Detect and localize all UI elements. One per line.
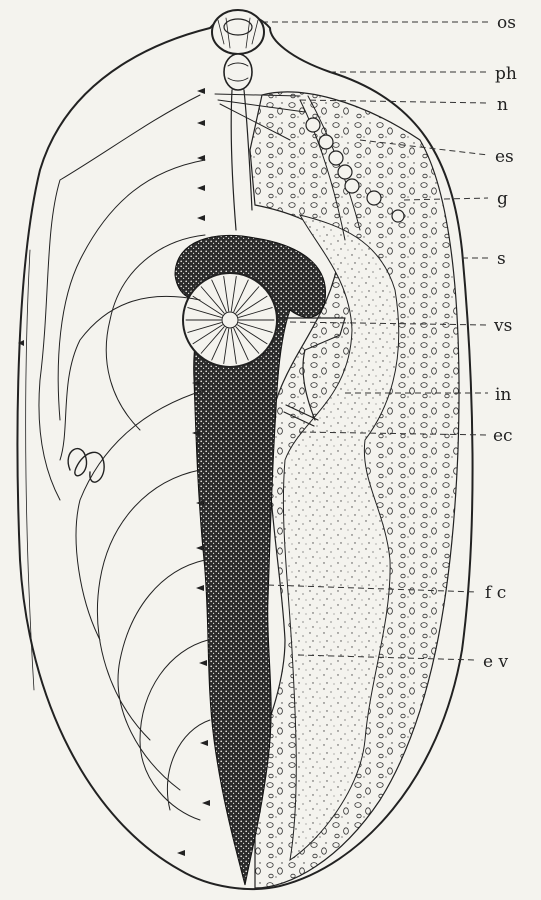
label-ev: e v [483,652,508,672]
label-g: g [497,189,508,209]
label-ec: ec [493,426,513,446]
label-es: es [495,147,514,167]
label-fc: f c [485,583,506,603]
label-vs: vs [493,316,512,336]
ovary-coil [68,449,104,483]
flame-cells [18,88,210,856]
label-in: in [495,385,511,405]
label-n: n [497,95,508,115]
oral-sucker [212,10,264,54]
ventral-sucker [183,273,277,367]
label-ph: ph [495,64,517,84]
pharynx [224,54,252,90]
label-os: os [497,13,516,33]
label-s: s [497,249,506,269]
excretory-canals [39,95,210,820]
